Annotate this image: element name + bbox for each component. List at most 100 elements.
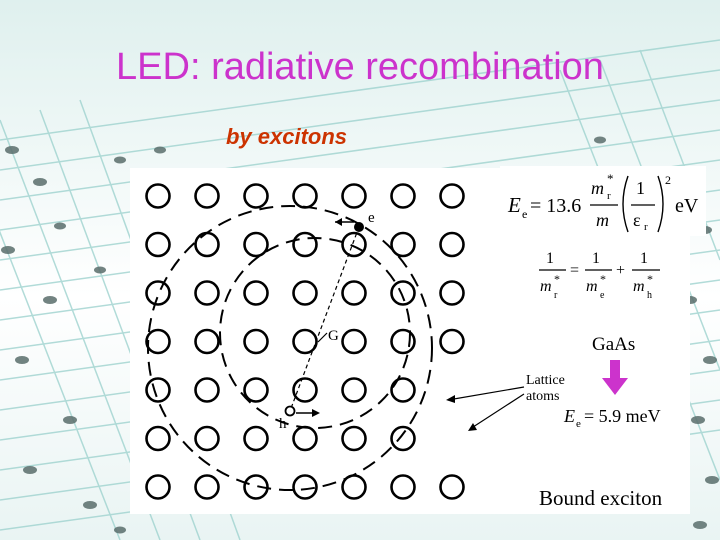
lattice-atom xyxy=(145,183,171,209)
eq2-mid-den-sub: e xyxy=(600,290,605,301)
down-arrow xyxy=(602,360,628,395)
lattice-atom xyxy=(145,280,171,306)
binding-energy-equation: E e = 13.6 m * r m 1 ε r 2 eV xyxy=(500,166,706,236)
material-label: GaAs xyxy=(588,328,668,358)
eq2-mid-num: 1 xyxy=(592,250,600,267)
caption-text: Bound exciton xyxy=(539,486,663,510)
lattice-atom xyxy=(390,328,416,355)
lattice-atom xyxy=(243,231,269,258)
binding-energy-svg: E e = 13.6 m * r m 1 ε r 2 eV xyxy=(507,171,699,233)
lattice-label-line2: atoms xyxy=(526,389,559,404)
eq1-lhs-sub: e xyxy=(522,207,527,221)
lattice-atom xyxy=(292,425,318,452)
electron-label: e xyxy=(368,210,375,226)
eq2-left-den-sub: r xyxy=(554,290,558,301)
eq1-paren-num: 1 xyxy=(636,178,645,198)
lattice-pointer-1 xyxy=(447,386,525,401)
slide-title: LED: radiative recombination xyxy=(116,46,604,88)
lattice-atom xyxy=(243,183,269,209)
lattice-atom xyxy=(194,425,220,452)
eq2-plus: + xyxy=(616,262,625,279)
down-arrow-shaft xyxy=(610,360,620,380)
eq1-frac-num: m xyxy=(591,178,604,198)
eq1-frac-num-sup: * xyxy=(607,171,614,186)
lattice-atom xyxy=(341,377,367,403)
lattice-atom xyxy=(341,183,367,209)
lattice-atom xyxy=(390,231,416,258)
lattice-atom xyxy=(292,231,318,258)
lattice-pointer-2-head xyxy=(468,423,477,431)
eq1-equals: = 13.6 xyxy=(530,195,581,217)
inner-orbit xyxy=(219,237,411,429)
lattice-atom xyxy=(243,474,269,500)
eq2-right-den: m xyxy=(633,278,645,295)
lattice-label-line1: Lattice xyxy=(526,373,565,388)
lattice-atom xyxy=(292,183,318,209)
eq3-lhs-sub: e xyxy=(576,418,581,430)
eq2-right-num: 1 xyxy=(640,250,648,267)
eq2-left-num: 1 xyxy=(546,250,554,267)
eq1-frac-num-sub: r xyxy=(607,190,611,202)
outer-orbit xyxy=(147,205,433,491)
hole-label: h xyxy=(279,416,287,432)
eq2-left-den-sup: * xyxy=(554,272,560,286)
lattice-atoms xyxy=(145,183,465,500)
electron-arrowhead xyxy=(335,218,342,226)
lattice-atom xyxy=(194,280,220,306)
lattice-atom xyxy=(145,474,171,500)
electron xyxy=(354,222,364,232)
lattice-atom xyxy=(243,425,269,452)
down-arrow-head xyxy=(602,378,628,395)
eq2-equals: = xyxy=(570,262,579,279)
lattice-atom xyxy=(145,328,171,355)
lattice-pointer-2 xyxy=(469,393,525,430)
center-arrow xyxy=(317,332,328,343)
eq1-frac-den: m xyxy=(596,210,609,230)
center-label: G xyxy=(328,328,339,344)
lattice-atom xyxy=(243,377,269,403)
lattice-atom xyxy=(390,474,416,500)
eq1-paren-den-sub: r xyxy=(644,221,648,233)
lattice-atom xyxy=(292,474,318,500)
lattice-atom xyxy=(341,328,367,355)
lattice-atom xyxy=(292,328,318,355)
lattice-atom xyxy=(194,474,220,500)
eq1-paren-left xyxy=(622,175,629,233)
material-text: GaAs xyxy=(592,334,635,355)
material-svg: GaAs xyxy=(592,334,635,355)
lattice-atom xyxy=(292,377,318,403)
eq2-right-den-sup: * xyxy=(647,272,653,286)
lattice-atom xyxy=(390,425,416,452)
hole xyxy=(284,405,296,417)
lattice-atom xyxy=(439,231,465,258)
lattice-atom xyxy=(439,328,465,355)
eq1-power: 2 xyxy=(665,173,671,187)
slide-subtitle: by excitons xyxy=(226,124,348,149)
gaas-value-svg: E e = 5.9 meV xyxy=(563,406,661,430)
eq1-lhs: E xyxy=(507,193,521,217)
lattice-atom xyxy=(341,231,367,258)
eq1-paren-right xyxy=(657,175,664,233)
lattice-atom xyxy=(145,231,171,258)
lattice-atom xyxy=(390,280,416,306)
lattice-atom xyxy=(390,377,416,403)
eq1-unit: eV xyxy=(675,195,699,217)
lattice-diagram: e h G Lattice atoms xyxy=(145,183,565,500)
caption-svg: Bound exciton xyxy=(539,486,663,510)
lattice-pointer-1-head xyxy=(446,395,455,403)
reduced-mass-svg: 1 m * r = 1 m * e + 1 m * h xyxy=(539,250,660,301)
lattice-atom xyxy=(145,377,171,403)
lattice-atom xyxy=(145,425,171,452)
bound-exciton-caption: Bound exciton xyxy=(536,482,690,512)
lattice-atom xyxy=(194,328,220,355)
lattice-atom xyxy=(292,280,318,306)
hole-arrowhead xyxy=(312,409,320,417)
eq2-mid-den: m xyxy=(586,278,598,295)
lattice-atom xyxy=(439,183,465,209)
gaas-binding-energy: E e = 5.9 meV xyxy=(562,400,672,432)
lattice-atom xyxy=(194,231,220,258)
eq3-lhs: E xyxy=(563,406,575,426)
electron-hole-line xyxy=(289,226,360,412)
lattice-atom xyxy=(194,377,220,403)
lattice-atom xyxy=(341,425,367,452)
